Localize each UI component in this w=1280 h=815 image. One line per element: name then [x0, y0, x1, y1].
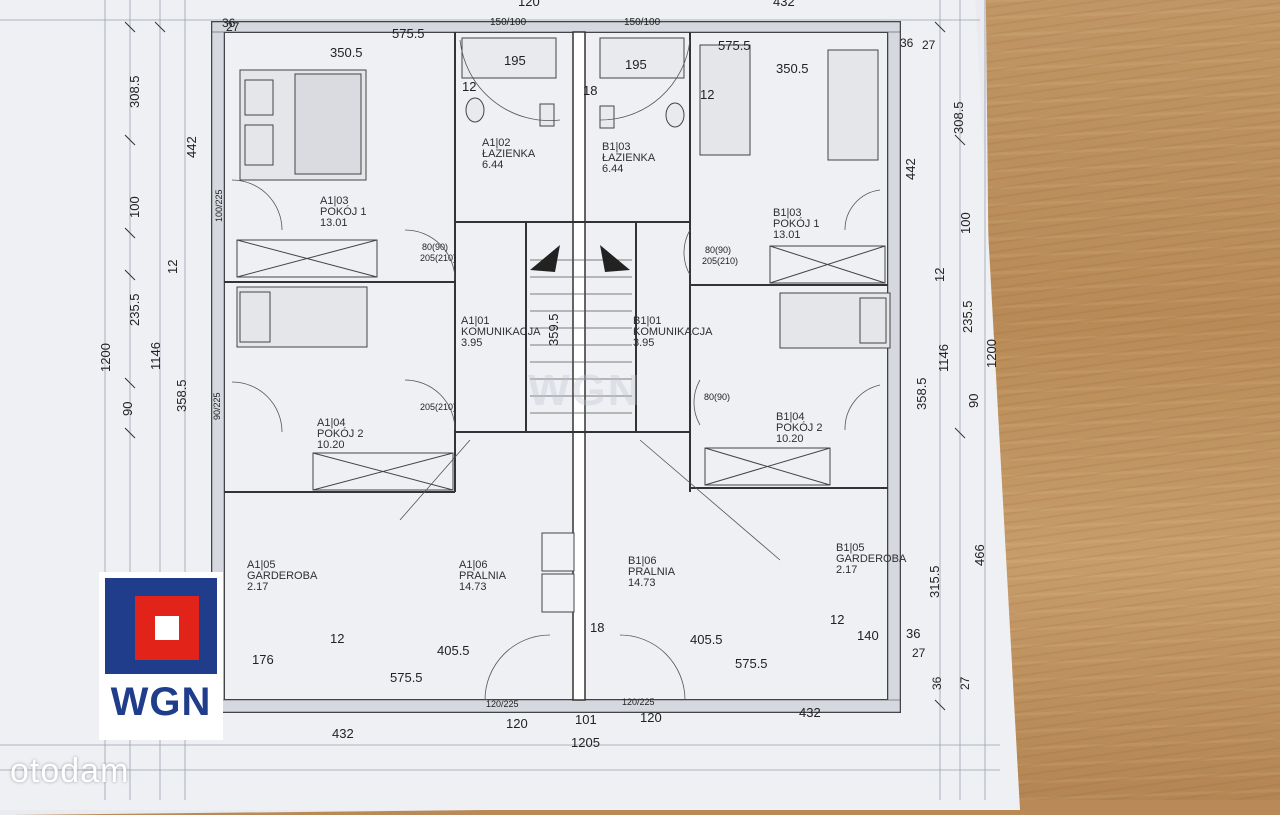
dimension-label: 90: [966, 393, 981, 408]
dimension-label: 575.5: [392, 26, 425, 41]
dimension-label: 405.5: [690, 632, 723, 647]
dimension-label: 308.5: [127, 75, 142, 108]
dimension-label: 432: [773, 0, 795, 9]
dimension-label: 27: [922, 38, 936, 52]
door-size-label: 205(210): [420, 253, 457, 263]
door-size-label: 80(90): [422, 242, 449, 252]
door-size-label: 90/225: [212, 392, 222, 420]
dimension-label: 195: [504, 53, 526, 68]
dimension-label: 150/100: [490, 17, 527, 28]
dimension-label: 405.5: [437, 643, 470, 658]
dimension-label: 466: [972, 544, 987, 566]
dimension-label: 12: [165, 259, 180, 274]
dimension-label: 1146: [936, 344, 951, 372]
dimension-label: 176: [252, 652, 274, 667]
dimension-label: 36: [900, 36, 914, 50]
dimension-label: 100: [958, 212, 973, 234]
stairs-dimension: 359.5: [546, 313, 561, 346]
wgn-logo-text: WGN: [110, 680, 212, 724]
dimension-label: 575.5: [735, 656, 768, 671]
watermark: WGN: [528, 366, 642, 415]
dimension-label: 12: [700, 87, 715, 102]
dimension-label: 27: [912, 646, 926, 660]
dimension-label: 27: [958, 676, 972, 690]
dimension-label: 140: [857, 628, 879, 643]
dimension-label: 1200: [98, 343, 113, 372]
dimension-label: 575.5: [390, 670, 423, 685]
dimension-label: 308.5: [951, 101, 966, 134]
door-size-label: 80(90): [705, 245, 732, 255]
dimension-label: 12: [330, 631, 345, 646]
dimension-label: 12: [462, 79, 477, 94]
dimension-label: 195: [625, 57, 647, 72]
dimension-label: 120: [506, 716, 528, 731]
dimension-label: 235.5: [960, 300, 975, 333]
dimension-label: 315.5: [927, 565, 942, 598]
door-size-label: 80(90): [704, 392, 731, 402]
dimension-label: 120: [518, 0, 540, 9]
dimension-label: 36: [222, 16, 236, 30]
dimension-label: 432: [799, 705, 821, 720]
dimension-label: 442: [903, 158, 918, 180]
dimension-label: 1205: [571, 735, 600, 750]
dimension-label: 432: [332, 726, 354, 741]
dimension-label: 36: [930, 676, 944, 690]
door-size-label: 120/225: [622, 697, 655, 707]
door-size-label: 120/225: [486, 699, 519, 709]
dimension-label: 101: [575, 712, 597, 727]
dimension-label: 120: [640, 710, 662, 725]
door-size-label: 205(210): [420, 402, 457, 412]
dimension-label: 1200: [984, 339, 999, 368]
dimension-label: 235.5: [127, 293, 142, 326]
dimension-label: 36: [906, 626, 921, 641]
door-size-label: 100/225: [214, 189, 224, 222]
dimension-label: 90: [120, 401, 135, 416]
dimension-label: 150/100: [624, 17, 661, 28]
dimension-label: 1146: [148, 342, 163, 370]
wgn-logo: WGN: [99, 572, 223, 740]
dimension-label: 12: [932, 267, 947, 282]
otodam-watermark: otodam: [10, 752, 130, 790]
dimension-label: 358.5: [914, 377, 929, 410]
dimension-label: 18: [590, 620, 605, 635]
dimension-label: 27: [226, 20, 240, 34]
dimension-label: 18: [583, 83, 598, 98]
dimension-label: 358.5: [174, 379, 189, 412]
dimension-label: 12: [830, 612, 845, 627]
dimension-label: 575.5: [718, 38, 751, 53]
dimension-label: 442: [184, 136, 199, 158]
dimension-label: 350.5: [776, 61, 809, 76]
door-size-label: 205(210): [702, 256, 739, 266]
dimension-label: 100: [127, 196, 142, 218]
dimension-label: 350.5: [330, 45, 363, 60]
